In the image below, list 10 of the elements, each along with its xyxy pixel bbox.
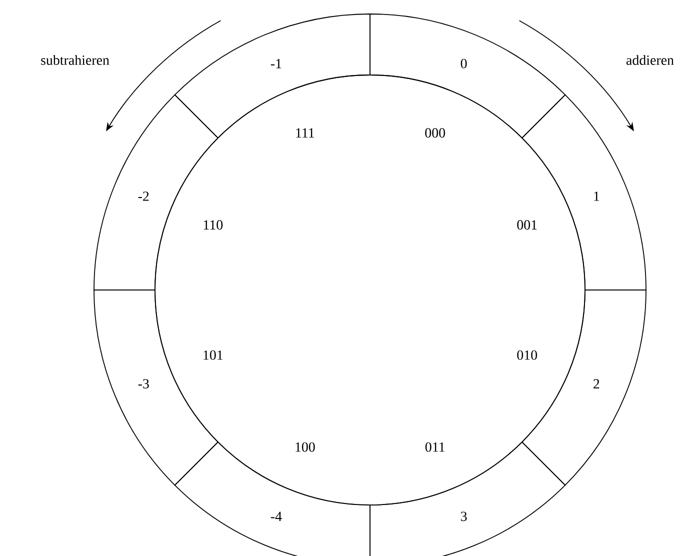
- binary-code: 000: [425, 128, 446, 138]
- binary-code: 111: [296, 128, 314, 138]
- binary-code: 110: [204, 220, 223, 230]
- direction-label: addieren: [626, 55, 674, 65]
- direction-label: subtrahieren: [41, 55, 110, 65]
- binary-code: 101: [204, 350, 223, 360]
- binary-code: 010: [517, 350, 538, 360]
- binary-code: 011: [425, 442, 444, 452]
- binary-code: 100: [296, 442, 315, 452]
- binary-code: 001: [517, 220, 537, 230]
